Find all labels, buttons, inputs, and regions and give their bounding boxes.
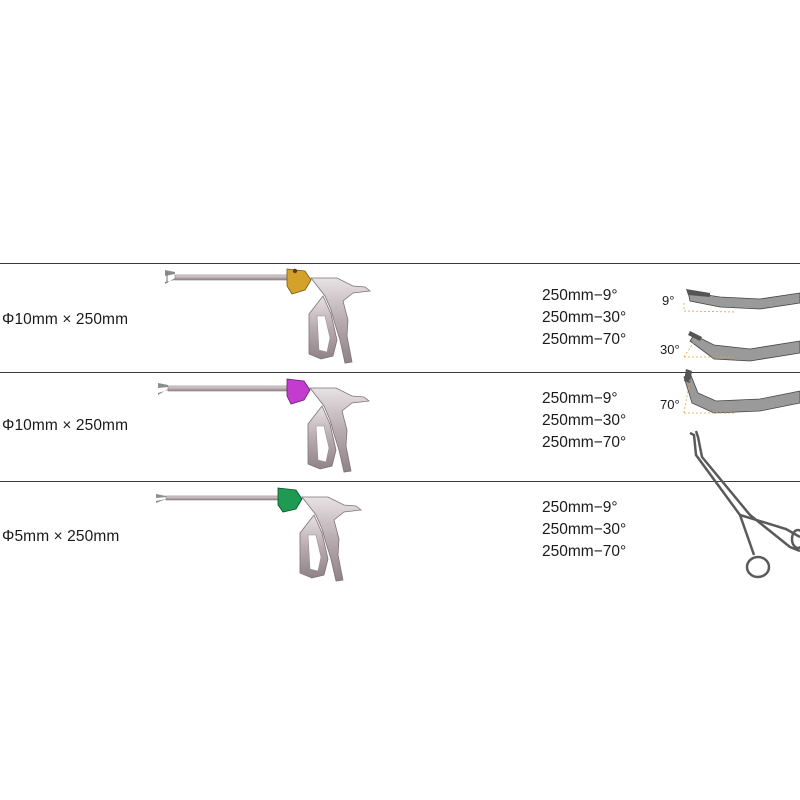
clip-applier-image-1 [165,266,380,366]
row-1-spec-list: 250mm−9° 250mm−30° 250mm−70° [542,285,626,351]
spec-item: 250mm−9° [542,287,618,304]
row-3-spec-list: 250mm−9° 250mm−30° 250mm−70° [542,497,626,563]
angle-label-70: 70° [660,397,680,412]
spec-item: 250mm−30° [542,521,627,538]
spec-item: 250mm−9° [542,499,618,516]
spec-item: 250mm−30° [542,412,627,429]
spec-item: 250mm−9° [542,390,618,407]
row-divider-top [0,263,800,264]
clip-applier-image-3 [156,484,371,584]
angle-label-30: 30° [660,342,680,357]
row-1-size-label: Φ10mm × 250mm [2,311,129,328]
row-divider-2 [0,481,800,482]
spec-item: 250mm−70° [542,543,627,560]
spec-item: 250mm−30° [542,309,627,326]
row-3-size-label: Φ5mm × 250mm [2,528,120,545]
row-divider-1 [0,372,800,373]
spec-item: 250mm−70° [542,331,627,348]
clip-applier-image-2 [158,375,378,475]
row-2-size-label: Φ10mm × 250mm [2,417,129,434]
spec-item: 250mm−70° [542,434,627,451]
row-2-spec-list: 250mm−9° 250mm−30° 250mm−70° [542,388,626,454]
angle-label-9: 9° [662,293,675,308]
jaw-angle-detail-image [680,275,800,595]
